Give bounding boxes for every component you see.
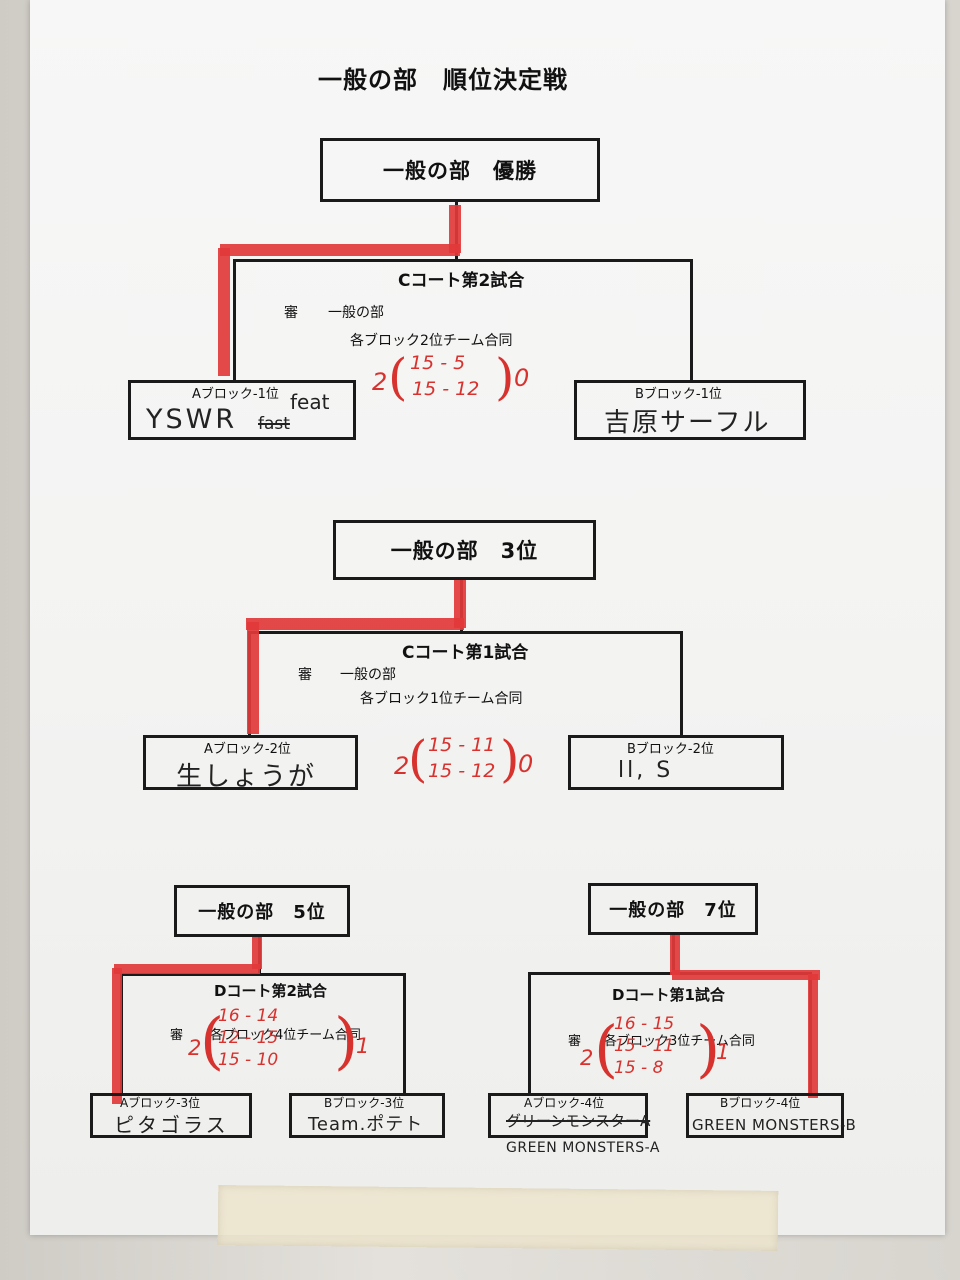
third-open-paren: ( bbox=[408, 730, 428, 788]
final-win-path-horizontal bbox=[220, 244, 460, 256]
final-left-team-name: YSWR bbox=[146, 404, 238, 435]
third-right-sets: 0 bbox=[518, 750, 534, 778]
fifth-left-team-name: ピタゴラス bbox=[114, 1113, 229, 1137]
third-bracket-top bbox=[248, 631, 682, 634]
fifth-win-path-vertical-top bbox=[252, 937, 262, 969]
seventh-court: Dコート第1試合 bbox=[612, 986, 725, 1004]
seventh-referee-label: 審 bbox=[568, 1034, 582, 1049]
fifth-left-team-box bbox=[90, 1093, 252, 1138]
third-court: Cコート第1試合 bbox=[402, 643, 529, 663]
fifth-left-team-label: Aブロック-3位 bbox=[120, 1096, 201, 1110]
seventh-left-sets: 2 bbox=[580, 1046, 594, 1070]
seventh-left-team-box bbox=[488, 1093, 648, 1138]
third-left-team-label: Aブロック-2位 bbox=[204, 742, 291, 757]
seventh-set-1: 16 - 15 bbox=[614, 1014, 675, 1034]
seventh-win-path-vertical-top bbox=[670, 935, 680, 975]
seventh-title-box: 一般の部 7位 bbox=[588, 883, 758, 935]
seventh-left-team-name: GREEN MONSTERS-A bbox=[506, 1140, 660, 1156]
third-right-team-box bbox=[568, 735, 784, 790]
seventh-right-sets: 1 bbox=[716, 1040, 730, 1064]
third-left-team-name: 生しょうが bbox=[176, 762, 317, 792]
final-left-sets: 2 bbox=[372, 368, 388, 396]
final-title: 一般の部 優勝 bbox=[383, 159, 537, 183]
third-right-team-label: Bブロック-2位 bbox=[627, 742, 714, 757]
final-win-path-vertical-top bbox=[449, 205, 461, 253]
final-referee-value: 一般の部 bbox=[328, 305, 384, 321]
final-referee-label: 審 bbox=[284, 305, 298, 321]
masking-tape bbox=[217, 1185, 779, 1251]
seventh-win-path-horizontal bbox=[672, 970, 820, 980]
final-left-team-crossed: fast bbox=[258, 414, 290, 434]
third-left-sets: 2 bbox=[394, 752, 410, 780]
fifth-right-sets: 1 bbox=[356, 1034, 370, 1058]
final-left-team-label: Aブロック-1位 bbox=[192, 387, 279, 402]
fifth-title: 一般の部 5位 bbox=[198, 902, 326, 923]
third-referee-value: 一般の部 bbox=[340, 667, 396, 683]
fifth-open-paren: ( bbox=[200, 1004, 225, 1077]
third-close-paren: ) bbox=[500, 730, 520, 788]
fifth-referee-label: 審 bbox=[170, 1028, 184, 1043]
seventh-right-team-box bbox=[686, 1093, 844, 1138]
third-title-box: 一般の部 3位 bbox=[333, 520, 596, 580]
final-right-sets: 0 bbox=[514, 364, 530, 392]
fifth-right-team-label: Bブロック-3位 bbox=[324, 1096, 405, 1110]
final-left-team-correction: feat bbox=[290, 390, 330, 414]
final-bracket-left bbox=[233, 259, 236, 381]
third-win-path-vertical bbox=[247, 622, 259, 734]
third-referee-label: 審 bbox=[298, 667, 312, 683]
final-right-team-label: Bブロック-1位 bbox=[635, 387, 722, 402]
seventh-left-team-label: Aブロック-4位 bbox=[524, 1096, 605, 1110]
fifth-court: Dコート第2試合 bbox=[214, 982, 327, 1000]
final-close-paren: ) bbox=[495, 348, 515, 406]
fifth-right-team-box bbox=[289, 1093, 445, 1138]
seventh-bracket-left bbox=[528, 972, 531, 1094]
bracket-sheet bbox=[30, 0, 945, 1235]
seventh-set-3: 15 - 8 bbox=[614, 1058, 664, 1078]
final-bracket-right bbox=[690, 259, 693, 381]
seventh-title: 一般の部 7位 bbox=[609, 900, 737, 921]
third-bracket-right bbox=[680, 631, 683, 737]
final-title-box: 一般の部 優勝 bbox=[320, 138, 600, 202]
seventh-open-paren: ( bbox=[594, 1012, 619, 1085]
third-set-2: 15 - 12 bbox=[428, 760, 496, 782]
seventh-close-paren: ) bbox=[696, 1012, 721, 1085]
third-win-path-vertical-top bbox=[454, 580, 466, 628]
fifth-referee-detail: 各ブロック4位チーム合同 bbox=[210, 1028, 361, 1043]
final-left-team-box bbox=[128, 380, 356, 440]
seventh-left-team-crossed: グリーンモンスターA bbox=[506, 1112, 651, 1130]
third-left-team-box bbox=[143, 735, 358, 790]
seventh-referee-detail: 各ブロック3位チーム合同 bbox=[604, 1034, 755, 1049]
fifth-close-paren: ) bbox=[334, 1004, 359, 1077]
final-bracket-top bbox=[233, 259, 693, 262]
final-right-team-box bbox=[574, 380, 806, 440]
third-referee-detail: 各ブロック1位チーム合同 bbox=[360, 691, 523, 707]
final-set-2: 15 - 12 bbox=[412, 378, 480, 400]
seventh-set-2: 15 - 11 bbox=[614, 1036, 675, 1056]
fifth-set-3: 15 - 10 bbox=[218, 1050, 279, 1070]
seventh-right-team-label: Bブロック-4位 bbox=[720, 1096, 801, 1110]
third-set-1: 15 - 11 bbox=[428, 734, 496, 756]
seventh-right-team-name: GREEN MONSTERS-B bbox=[692, 1116, 857, 1134]
fifth-bracket-right bbox=[403, 973, 406, 1095]
fifth-left-sets: 2 bbox=[188, 1036, 202, 1060]
fifth-set-1: 16 - 14 bbox=[218, 1006, 279, 1026]
fifth-right-team-name: Team.ポテト bbox=[308, 1114, 424, 1135]
fifth-win-path-horizontal bbox=[114, 964, 260, 974]
final-open-paren: ( bbox=[388, 348, 408, 406]
third-win-path-horizontal bbox=[246, 618, 464, 630]
final-referee-detail: 各ブロック2位チーム合同 bbox=[350, 333, 513, 349]
fifth-title-box: 一般の部 5位 bbox=[174, 885, 350, 937]
page-title: 一般の部 順位決定戦 bbox=[318, 66, 568, 94]
final-court: Cコート第2試合 bbox=[398, 271, 525, 291]
seventh-win-path-vertical bbox=[808, 974, 818, 1098]
fifth-set-2: 12 - 15 bbox=[218, 1028, 279, 1048]
final-win-path-vertical bbox=[218, 248, 230, 376]
final-right-team-name: 吉原サーフル bbox=[604, 408, 771, 438]
final-set-1: 15 - 5 bbox=[410, 352, 466, 374]
third-title: 一般の部 3位 bbox=[390, 539, 539, 563]
fifth-win-path-vertical bbox=[112, 968, 122, 1104]
fifth-bracket-top bbox=[120, 973, 406, 976]
third-right-team-name: ll, S bbox=[618, 758, 674, 783]
